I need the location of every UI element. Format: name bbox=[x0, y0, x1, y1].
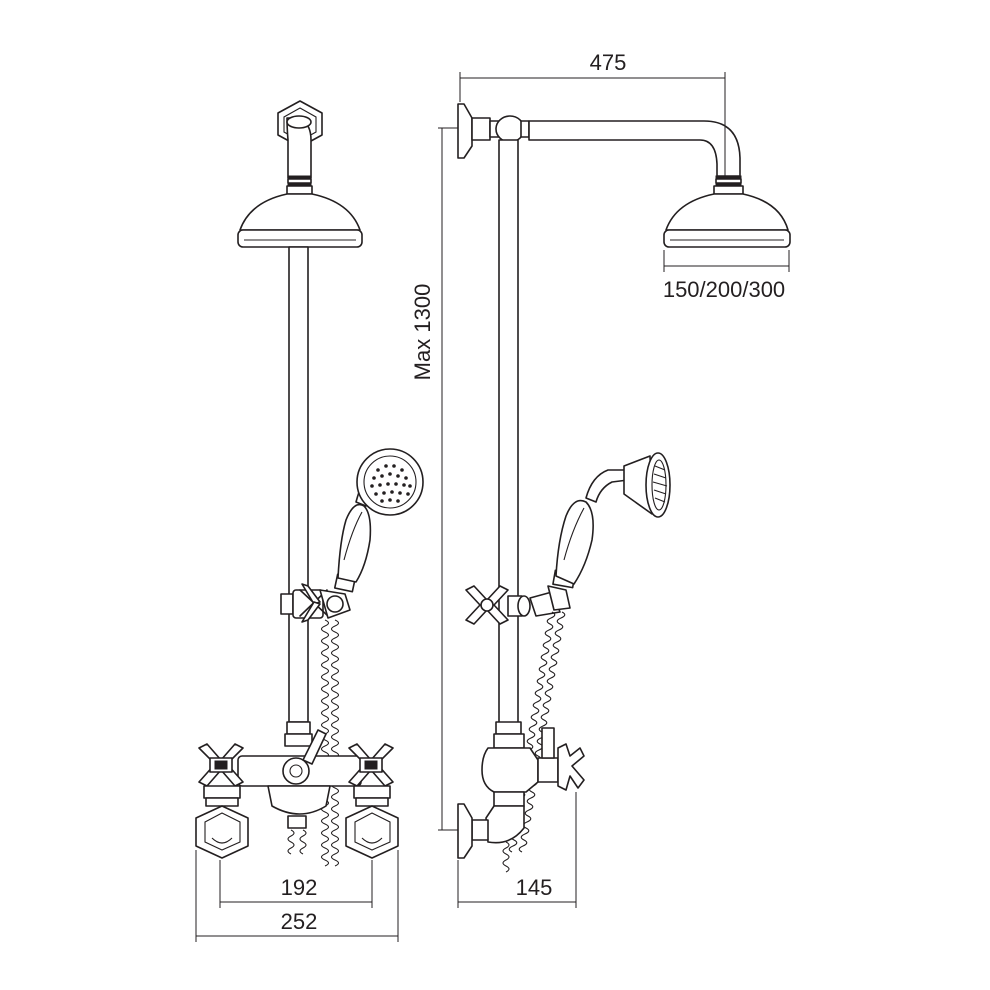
valve-centres-label: 192 bbox=[281, 875, 318, 900]
side-hand-shower bbox=[552, 452, 671, 589]
wall-projection-label: 145 bbox=[516, 875, 553, 900]
front-valve-body bbox=[237, 729, 362, 855]
side-overhead-arm bbox=[528, 120, 744, 195]
side-arm-union bbox=[489, 115, 530, 143]
dimension-arm-reach: 475 bbox=[459, 50, 726, 176]
dimension-valve-centres: 192 bbox=[219, 860, 373, 908]
front-hand-shower-nozzles bbox=[370, 464, 412, 503]
side-shower-head bbox=[663, 193, 791, 248]
max-height-label: Max 1300 bbox=[410, 284, 435, 381]
side-valve-body bbox=[471, 727, 585, 873]
front-flexible-hose bbox=[320, 619, 330, 867]
front-hand-shower bbox=[333, 448, 424, 593]
front-slide-bracket bbox=[280, 583, 351, 623]
side-lower-wall-flange bbox=[457, 803, 473, 859]
dimension-max-height: Max 1300 bbox=[410, 127, 458, 831]
front-view: 192 252 bbox=[195, 100, 424, 942]
side-upper-wall-flange bbox=[457, 103, 491, 159]
arm-reach-label: 475 bbox=[590, 50, 627, 75]
side-slide-bracket bbox=[465, 585, 571, 625]
front-shower-head bbox=[237, 193, 363, 248]
front-riser-rail bbox=[284, 246, 313, 747]
front-overhead-arm bbox=[286, 115, 313, 195]
side-view: 475 150/200/300 bbox=[410, 50, 791, 908]
hot-cross-handle bbox=[195, 743, 249, 859]
dimension-wall-projection: 145 bbox=[457, 792, 577, 908]
valve-width-label: 252 bbox=[281, 909, 318, 934]
side-riser-rail bbox=[495, 139, 522, 735]
dimension-valve-width: 252 bbox=[195, 850, 399, 942]
dimension-head-sizes: 150/200/300 bbox=[663, 250, 790, 302]
cold-cross-handle bbox=[345, 743, 399, 859]
head-sizes-label: 150/200/300 bbox=[663, 277, 785, 302]
